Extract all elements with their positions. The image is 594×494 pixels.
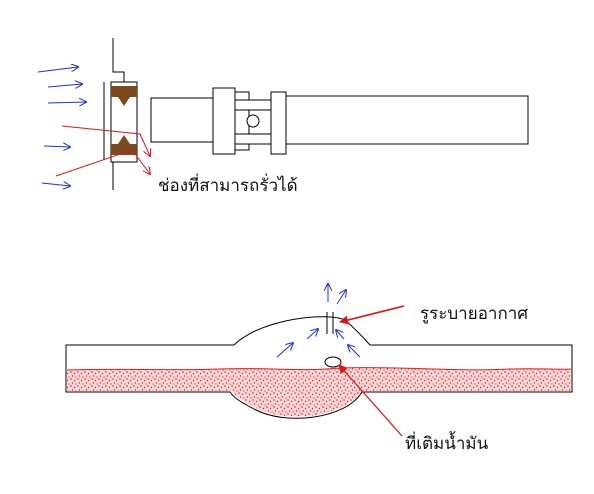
airflow-arrow-in-2 [306,329,318,340]
shaft [150,97,214,143]
pressure-arrows [37,67,86,186]
leak-pointers [55,125,150,177]
oil-fill-point-label: ที่เติมน้ำมัน [405,434,489,454]
pressure-arrow-5 [41,183,70,186]
coupling-pin [246,114,260,128]
leak-gap-label: ช่องที่สามารถรั่วได้ [158,176,298,196]
pressure-arrow-4 [43,146,70,147]
airflow-arrow-in-4 [348,345,361,358]
tank-outline [65,316,573,419]
coupling-yoke-top [234,99,274,111]
coupling-yoke-bottom [234,133,274,145]
coupling-left-block [212,87,236,155]
fill-hole [324,356,342,368]
motor-body [285,95,529,145]
airflow-arrows [276,284,361,358]
seal-lower [111,144,137,155]
seal-lower-lip [118,135,130,144]
airflow-arrow-in-3 [336,330,345,340]
seal-upper-lip [118,97,130,106]
leak-pointer-lower [55,149,150,177]
fill-pointer [338,364,403,437]
vent-pointer [339,305,405,325]
airflow-arrow-in-1 [276,343,293,358]
oil-fill [67,367,571,417]
pressure-arrow-3 [47,102,86,103]
pressure-arrow-1 [37,67,78,73]
air-vent-hole-label: รูระบายอากาศ [420,304,529,324]
coupling-right-block [270,91,287,155]
airflow-arrow-up-2 [336,290,346,305]
leak-pointer-upper [61,125,150,156]
seal-upper [111,86,137,97]
pressure-arrow-2 [47,84,82,87]
